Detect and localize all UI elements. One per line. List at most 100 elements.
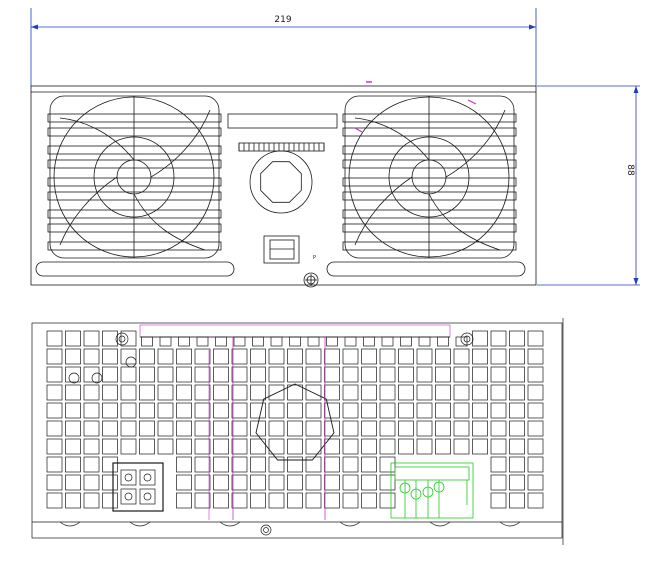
vent-slot	[472, 420, 488, 437]
vent-slot	[102, 474, 118, 491]
vent-slot	[139, 384, 155, 401]
vent-slot	[176, 438, 192, 455]
vent-slot	[527, 348, 544, 365]
vent-slot	[361, 456, 377, 473]
vent-slot	[250, 402, 266, 419]
left-fan-frame	[49, 95, 220, 259]
vent-slot	[509, 330, 525, 347]
vent-slot	[176, 456, 192, 473]
bottom-foot	[59, 521, 81, 527]
vent-slot	[250, 438, 266, 455]
width-arrow-right	[529, 24, 536, 30]
vent-slot-small	[270, 336, 283, 347]
height-arrow-bottom	[633, 278, 639, 285]
vent-slot	[361, 366, 377, 383]
vent-slot	[231, 474, 248, 491]
vent-slot	[46, 330, 63, 347]
vent-slot	[139, 402, 155, 419]
vent-slot	[490, 348, 507, 365]
vent-slot	[305, 492, 322, 509]
fan-outline-heptagon	[255, 383, 335, 461]
mount-hole-right	[460, 332, 474, 346]
bottom-foot	[429, 521, 451, 527]
vent-slot	[287, 492, 303, 509]
vent-slot	[102, 330, 118, 347]
vent-slot	[435, 420, 451, 437]
vent-slot	[250, 456, 266, 473]
vent-slot-small	[363, 336, 375, 347]
vent-slot	[213, 420, 229, 437]
vent-slot	[46, 348, 63, 365]
vent-slot	[46, 366, 63, 383]
vent-slot	[398, 384, 414, 401]
right-fan-frame	[344, 95, 515, 259]
vent-slot	[231, 384, 248, 401]
left-fan-blade	[59, 176, 118, 246]
vent-slot	[120, 384, 137, 401]
vent-slot	[213, 366, 229, 383]
bottom-view-outline	[31, 322, 563, 539]
fan-grille-slat	[47, 223, 222, 233]
vent-slot	[527, 330, 544, 347]
vent-slot	[250, 348, 266, 365]
vent-slot	[176, 492, 192, 509]
vent-slot	[453, 384, 470, 401]
vent-slot	[305, 420, 322, 437]
left-foot-rail	[35, 261, 235, 277]
vent-slot	[324, 492, 340, 509]
width-dimension-label: 219	[274, 15, 291, 25]
vent-slot	[527, 402, 544, 419]
vent-slot	[194, 348, 211, 365]
vent-slot	[453, 366, 470, 383]
vent-slot	[157, 438, 174, 455]
vent-slot	[379, 348, 396, 365]
vent-slot	[490, 420, 507, 437]
vent-slot	[287, 366, 303, 383]
vent-slot	[194, 420, 211, 437]
vent-slot	[287, 384, 303, 401]
switch-marker: P	[313, 255, 316, 261]
vent-slot	[305, 438, 322, 455]
vent-slot	[231, 492, 248, 509]
vent-slot	[509, 402, 525, 419]
vent-slot	[472, 348, 488, 365]
terminal-block-inner	[394, 466, 470, 481]
vent-slot	[527, 456, 544, 473]
small-hole	[91, 372, 103, 384]
width-dimension	[30, 8, 537, 86]
fan-grille-slat	[47, 145, 222, 155]
vent-slot	[416, 420, 433, 437]
vent-slot	[509, 384, 525, 401]
front-panel-outline	[30, 85, 537, 286]
scale-bar	[238, 142, 325, 152]
vent-slot	[268, 456, 285, 473]
vent-slot	[102, 420, 118, 437]
vent-slot	[398, 420, 414, 437]
right-fan	[342, 95, 517, 259]
vent-slot	[231, 348, 248, 365]
vent-slot	[379, 366, 396, 383]
fan-grille-slat	[47, 191, 222, 201]
vent-slot	[231, 366, 248, 383]
vent-slot	[324, 366, 340, 383]
fan-grille-slat	[47, 177, 222, 187]
vent-slot	[416, 402, 433, 419]
vent-slot	[305, 474, 322, 491]
right-fan-blade	[354, 117, 430, 161]
vent-slot	[176, 366, 192, 383]
vent-slot	[342, 366, 359, 383]
right-fan-grille	[342, 113, 517, 251]
vent-slot	[102, 348, 118, 365]
vent-slot	[509, 438, 525, 455]
vent-slot	[287, 402, 303, 419]
vent-slot-small	[418, 336, 431, 347]
vent-slot	[379, 438, 396, 455]
vent-slot	[361, 438, 377, 455]
vent-slot	[453, 420, 470, 437]
vent-slot	[213, 384, 229, 401]
vent-slot-small	[141, 336, 153, 347]
vent-slot-small	[289, 336, 301, 347]
vent-slot	[213, 474, 229, 491]
mount-hole-left-inner	[118, 335, 126, 343]
